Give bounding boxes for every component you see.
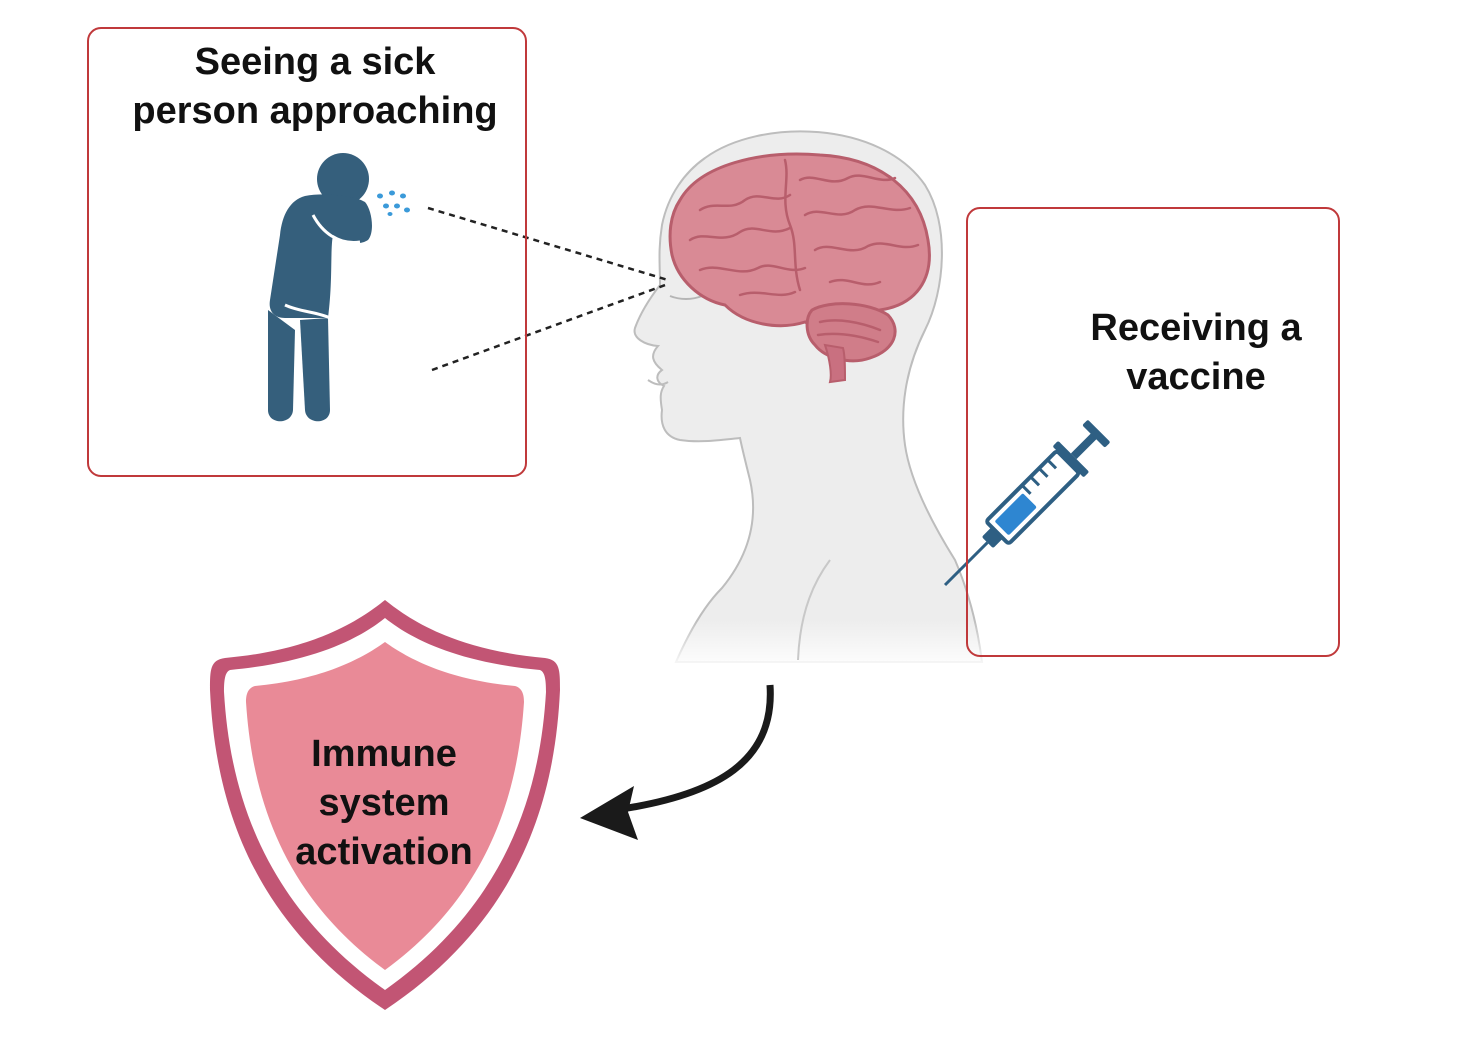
sick-person-label: Seeing a sick person approaching (95, 38, 535, 136)
sick-person-label-line1: Seeing a sick (194, 41, 436, 83)
syringe-icon (943, 420, 1110, 587)
activation-arrow (580, 684, 774, 840)
vaccine-label: Receiving a vaccine (1060, 304, 1332, 402)
immune-label-line3: activation (295, 831, 473, 873)
sight-line-lower (431, 282, 669, 372)
vaccine-panel (966, 207, 1340, 657)
shield-icon (210, 600, 560, 1010)
sight-lines (427, 206, 669, 372)
vaccine-label-line2: vaccine (1126, 356, 1266, 398)
sick-person-panel (87, 27, 527, 477)
vaccine-label-line1: Receiving a (1090, 307, 1302, 349)
immune-label-line2: system (318, 782, 450, 824)
brain-illustration (668, 152, 931, 384)
sight-line-upper (427, 206, 669, 282)
sick-person-icon (268, 153, 372, 422)
sick-person-label-line2: person approaching (132, 90, 498, 132)
sneeze-droplets (377, 190, 410, 216)
immune-activation-label: Immune system activation (262, 730, 506, 877)
immune-label-line1: Immune (311, 733, 457, 775)
